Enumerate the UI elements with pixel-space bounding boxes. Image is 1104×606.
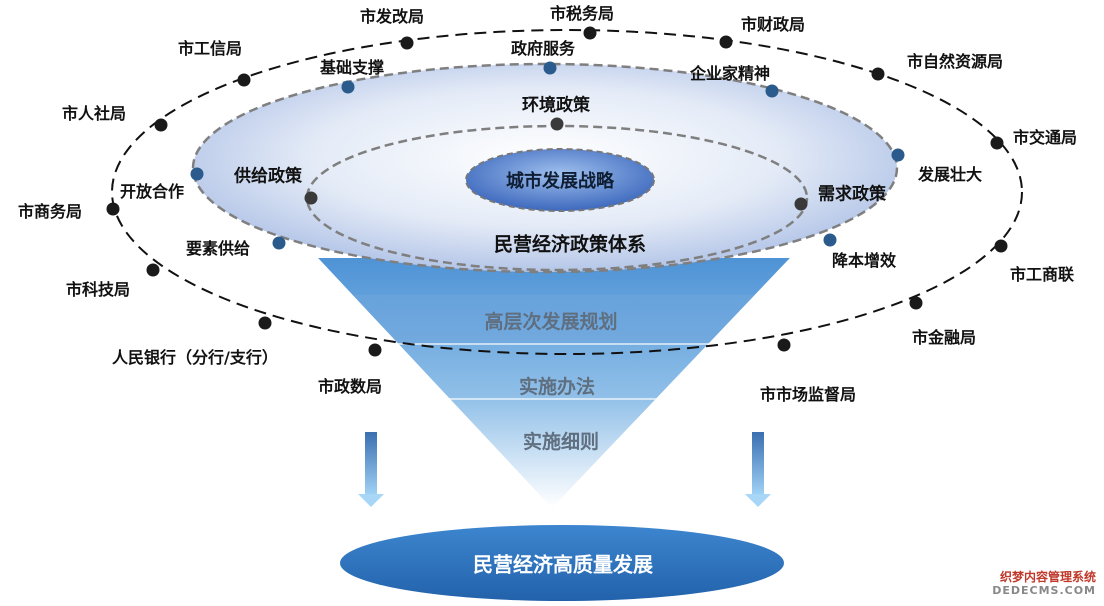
middle-label-1: 基础支撑 (319, 58, 385, 77)
outer-label-6: 市工商联 (1010, 265, 1075, 284)
outer-dot-9 (368, 343, 382, 357)
middle-label-2: 政府服务 (510, 39, 576, 58)
outer-dot-14 (237, 73, 251, 87)
funnel-band-2 (300, 343, 800, 345)
middle-dot-4 (891, 148, 905, 162)
outer-dot-6 (994, 239, 1008, 253)
outer-dot-7 (909, 296, 923, 310)
funnel-band-3 (300, 398, 800, 400)
outer-dot-3 (719, 35, 733, 49)
outer-label-10: 人民银行（分行/支行） (112, 348, 278, 367)
outer-label-2: 市税务局 (549, 4, 615, 23)
middle-label-6: 要素供给 (186, 239, 251, 258)
middle-dot-5 (823, 233, 837, 247)
outer-label-13: 市人社局 (62, 104, 127, 123)
middle-dot-7 (190, 167, 204, 181)
outer-dot-4 (871, 67, 885, 81)
result-ellipse (340, 525, 784, 601)
middle-label-5: 降本增效 (832, 251, 897, 270)
middle-label-4: 发展壮大 (918, 165, 983, 184)
outer-dot-8 (777, 338, 791, 352)
inner-dot-right (794, 197, 808, 211)
outer-label-9: 市政数局 (318, 377, 383, 396)
inner-label-top: 环境政策 (522, 95, 590, 116)
city-strategy-ellipse (465, 148, 655, 212)
watermark-cn: 织梦内容管理系统 (999, 570, 1096, 584)
middle-dot-6 (272, 236, 286, 250)
inner-dot-left (304, 191, 318, 205)
funnel-level-2: 实施办法 (518, 376, 596, 398)
outer-label-12: 市商务局 (18, 202, 83, 221)
middle-dot-3 (765, 84, 779, 98)
middle-dot-1 (341, 80, 355, 94)
down-arrow-left (358, 432, 384, 507)
outer-dot-5 (990, 136, 1004, 150)
outer-label-11: 市科技局 (66, 280, 131, 299)
outer-label-14: 市工信局 (178, 39, 243, 58)
watermark-en: DEDECMS.COM (992, 584, 1096, 597)
outer-dot-2 (583, 26, 597, 40)
inner-dot-top (550, 117, 564, 131)
outer-dot-13 (154, 118, 168, 132)
funnel-level-1: 高层次发展规划 (484, 311, 618, 333)
result-label: 民营经济高质量发展 (473, 552, 653, 577)
outer-label-1: 市发改局 (359, 7, 425, 26)
outer-dot-10 (258, 316, 272, 330)
funnel-level-3: 实施细则 (522, 431, 600, 453)
outer-dot-1 (400, 36, 414, 50)
outer-label-5: 市交通局 (1013, 128, 1078, 147)
outer-department-ring (111, 29, 1023, 355)
policy-system-label: 民营经济政策体系 (493, 233, 647, 256)
outer-dot-11 (146, 263, 160, 277)
middle-label-7: 开放合作 (120, 182, 185, 201)
inner-label-left: 供给政策 (234, 166, 302, 187)
outer-label-7: 市金融局 (912, 328, 977, 347)
outer-label-3: 市财政局 (741, 15, 806, 34)
outer-label-8: 市市场监督局 (760, 385, 857, 404)
middle-label-3: 企业家精神 (689, 64, 771, 83)
down-arrow-right (745, 432, 771, 507)
outer-dot-12 (106, 202, 120, 216)
outer-label-4: 市自然资源局 (907, 52, 1004, 71)
inner-label-right: 需求政策 (818, 184, 886, 205)
city-strategy-label: 城市发展战略 (506, 171, 614, 192)
middle-dot-2 (543, 61, 557, 75)
